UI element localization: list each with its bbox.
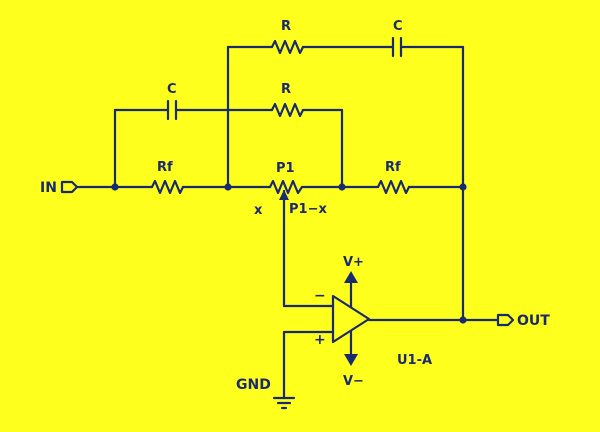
junction-dot [338,183,346,191]
label-p1-minus-x: P1−x [289,202,327,217]
resistor-rf-right [376,179,411,195]
label-out: OUT [517,313,550,329]
arrow-down-v-minus [344,354,358,366]
junction-dot [111,183,119,191]
label-noninverting-input: + [314,332,326,348]
label-gnd: GND [236,377,271,393]
out-port [496,313,515,327]
arrow-up-v-plus [344,271,358,283]
label-in: IN [40,180,57,196]
label-opamp: U1-A [397,353,432,368]
label-c-top: C [393,19,403,34]
in-port [60,180,79,194]
resistor-r-top [270,39,305,55]
junction-dot [459,316,467,324]
resistor-r-mid [270,102,305,118]
label-r-mid: R [281,82,291,97]
junction-dot [224,183,232,191]
label-v-plus: V+ [343,255,364,270]
label-inverting-input: − [314,288,326,304]
resistor-rf-left [150,179,185,195]
label-rf-left: Rf [157,160,173,175]
potentiometer-p1 [268,179,304,195]
label-x: x [254,203,263,218]
junction-dot [459,183,467,191]
wiper-arrow [279,190,289,200]
label-c-mid: C [167,82,177,97]
label-rf-right: Rf [385,160,401,175]
label-p1: P1 [276,161,295,176]
label-r-top: R [281,19,291,34]
label-v-minus: V− [343,374,364,389]
